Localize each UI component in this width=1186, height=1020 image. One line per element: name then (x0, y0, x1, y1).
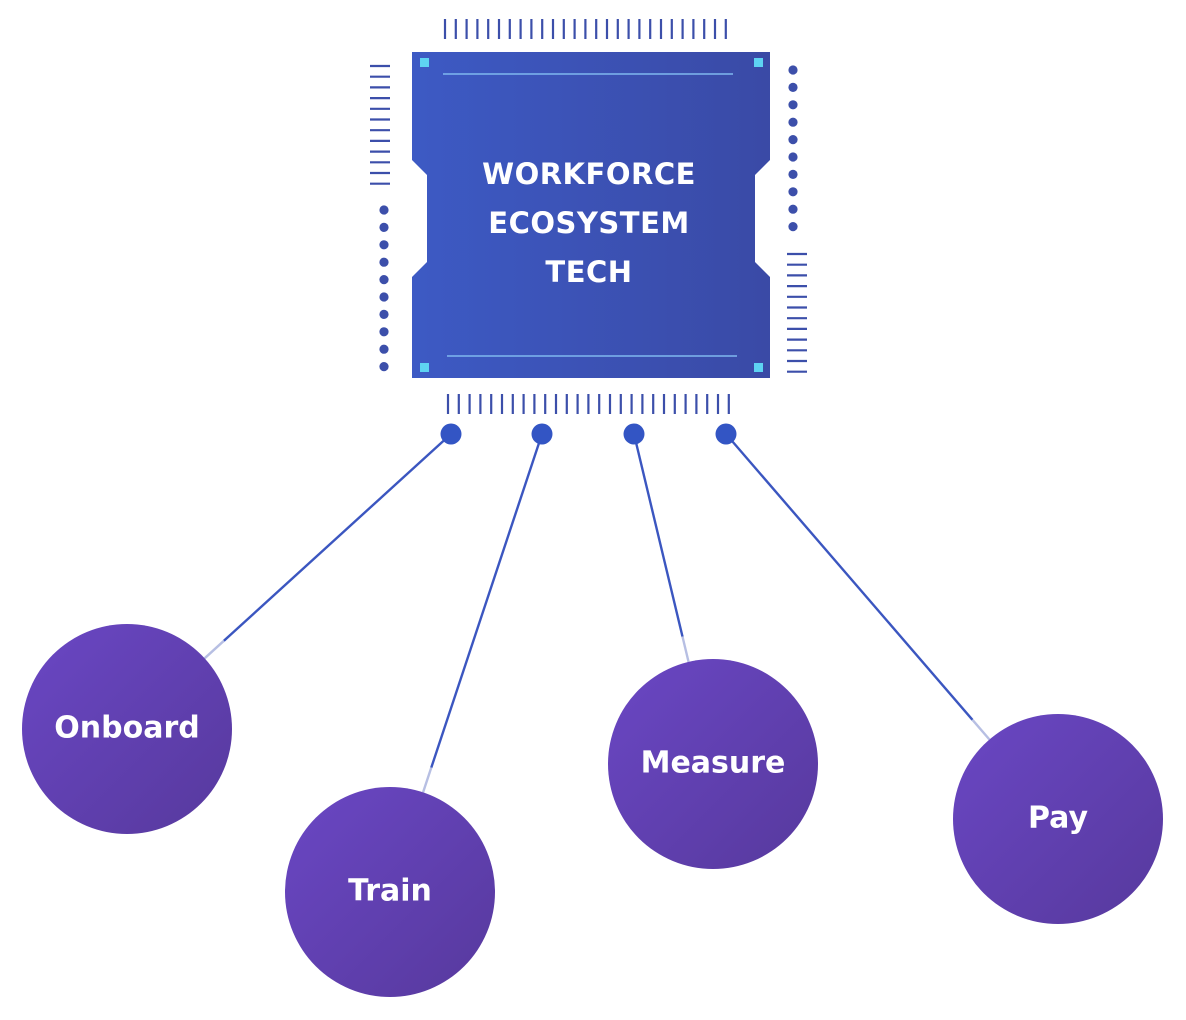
node-onboard (22, 624, 232, 834)
chip-body (412, 52, 770, 378)
chip-pad-right (788, 187, 798, 197)
chip-corner-marker (754, 58, 763, 67)
chip-pad-left (379, 240, 389, 250)
chip-pad-right (788, 82, 798, 92)
chip-pad-left (379, 327, 389, 337)
connector-tip-train (421, 767, 433, 793)
connector-lines (203, 423, 991, 793)
chip-pad-left (379, 292, 389, 302)
connector-measure (632, 433, 684, 637)
chip-pad-right (788, 65, 798, 75)
chip-pad-right (788, 222, 798, 232)
chip-pad-left (379, 222, 389, 232)
chip-corner-marker (420, 363, 429, 372)
node-circles (22, 624, 1163, 997)
chip-pad-right (788, 100, 798, 110)
chip-pad-right (788, 135, 798, 145)
chip-title-line-3: TECH (545, 255, 633, 289)
chip-title: WORKFORCE ECOSYSTEM TECH (430, 150, 748, 297)
chip-pad-left (379, 344, 389, 354)
chip-pad-left (379, 205, 389, 215)
connector-tip-onboard (203, 639, 225, 660)
connector-dot-onboard (440, 423, 462, 445)
connector-dot-train (531, 423, 553, 445)
chip-pad-left (379, 275, 389, 285)
chip-pins (370, 19, 807, 414)
chip-pad-left (379, 362, 389, 372)
chip-title-line-1: WORKFORCE (482, 157, 696, 191)
node-train (285, 787, 495, 997)
chip-pad-left (379, 257, 389, 267)
connector-onboard (223, 433, 452, 642)
chip-pad-right (788, 204, 798, 214)
connector-pay (725, 433, 974, 721)
chip-pad-right (788, 169, 798, 179)
node-label-train: Train (348, 873, 432, 909)
node-measure (608, 659, 818, 869)
node-pay (953, 714, 1163, 924)
connector-train (430, 433, 544, 769)
connector-dot-pay (715, 423, 737, 445)
connector-tip-measure (681, 636, 690, 663)
connector-tip-pay (971, 719, 991, 741)
chip-pad-right (788, 152, 798, 162)
chip-corner-marker (754, 363, 763, 372)
connector-dot-measure (623, 423, 645, 445)
chip-pad-right (788, 117, 798, 127)
node-label-onboard: Onboard (54, 710, 200, 746)
chip-corner-marker (420, 58, 429, 67)
chip-pad-left (379, 309, 389, 319)
node-label-pay: Pay (1027, 800, 1089, 836)
chip-title-line-2: ECOSYSTEM (488, 206, 690, 240)
node-label-measure: Measure (640, 745, 786, 781)
